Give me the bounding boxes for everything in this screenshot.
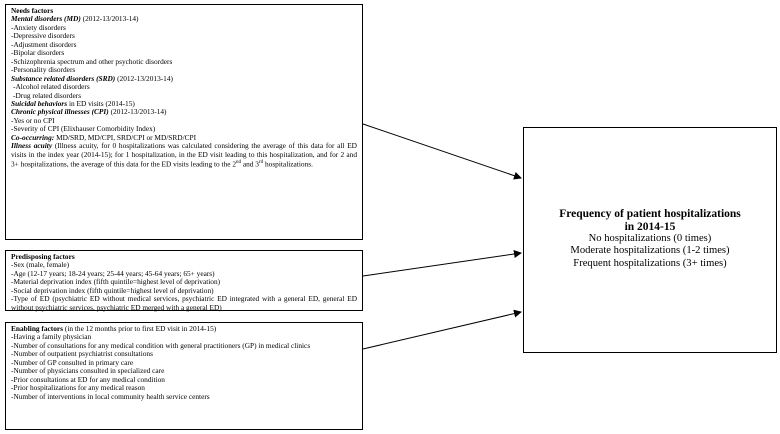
srd-label: Substance related disorders (SRD)	[11, 73, 116, 83]
outcome-box: Frequency of patient hospitalizations in…	[523, 127, 777, 353]
enabling-title-rest: (in the 12 months prior to first ED visi…	[63, 324, 217, 333]
predisposing-item: -Social deprivation index (fifth quintil…	[11, 285, 214, 295]
cpi-heading: Chronic physical illnesses (CPI) (2012-1…	[11, 108, 357, 116]
outcome-title-line2: in 2014-15	[624, 220, 676, 233]
acuity-end: hospitalizations.	[263, 159, 313, 169]
outcome-content: Frequency of patient hospitalizations in…	[524, 208, 776, 270]
outcome-item-moderate: Moderate hospitalizations (1-2 times)	[570, 245, 730, 257]
acuity-sup-nd: nd	[236, 160, 242, 166]
srd-years: (2012-13/2013-14)	[115, 73, 173, 83]
arrow-needs-to-outcome	[362, 123, 522, 180]
enabling-item: -Number of interventions in local commun…	[11, 391, 210, 401]
predisposing-item: -Sex (male, female)	[11, 260, 70, 270]
predisposing-title: Predisposing factors	[11, 252, 75, 261]
enabling-item: -Having a family physician	[11, 332, 92, 342]
arrow-enabling-to-outcome	[362, 309, 522, 350]
enabling-item: -Prior hospitalizations for any medical …	[11, 383, 145, 393]
cpi-years: (2012-13/2013-14)	[108, 107, 167, 117]
cooccurring-rest: MD/SRD, MD/CPI, SRD/CPI or MD/SRD/CPI	[54, 132, 197, 142]
suicidal-rest: in ED visits (2014-15)	[67, 98, 135, 108]
md-years: (2012-13/2013-14)	[80, 14, 139, 24]
predisposing-item: -Material deprivation index (fifth quint…	[11, 277, 221, 287]
predisposing-item: -Age (12-17 years; 18-24 years; 25-44 ye…	[11, 268, 215, 278]
cooccurring-heading: Co-occurring: MD/SRD, MD/CPI, SRD/CPI or…	[11, 132, 357, 142]
outcome-title-line1: Frequency of patient hospitalizations	[559, 208, 741, 220]
acuity-paragraph: Illness acuity (Illness acuity, for 0 ho…	[11, 141, 357, 169]
enabling-item: -Number of consultations for any medical…	[11, 340, 311, 350]
enabling-item: -Number of GP consulted in primary care	[11, 357, 134, 367]
suicidal-label: Suicidal behaviors	[11, 98, 68, 108]
enabling-title: Enabling factors	[11, 324, 64, 333]
needs-title: Needs factors	[11, 6, 54, 15]
suicidal-heading: Suicidal behaviors in ED visits (2014-15…	[11, 98, 357, 108]
acuity-rest: (Illness acuity, for 0 hospitalizations …	[11, 141, 357, 169]
md-item: -Personality disorders	[11, 65, 76, 75]
enabling-item: -Number of physicians consulted in speci…	[11, 366, 165, 376]
srd-item: -Alcohol related disorders	[13, 82, 90, 92]
enabling-heading: Enabling factors (in the 12 months prior…	[11, 324, 357, 333]
cpi-item: -Severity of CPI (Elixhauser Comorbidity…	[11, 124, 156, 134]
md-item: -Bipolar disorders	[11, 48, 65, 58]
acuity-label: Illness acuity	[11, 141, 53, 151]
predisposing-item: -Type of ED (psychiatric ED without medi…	[11, 294, 357, 312]
acuity-sup-rd: rd	[258, 160, 264, 166]
needs-factors-box: Needs factors Mental disorders (MD) (201…	[5, 4, 363, 240]
srd-heading: Substance related disorders (SRD) (2012-…	[11, 73, 357, 83]
md-item: -Adjustment disorders	[11, 39, 77, 49]
srd-item: -Drug related disorders	[13, 90, 82, 100]
md-item: -Depressive disorders	[11, 31, 75, 41]
outcome-item-none: No hospitalizations (0 times)	[588, 233, 712, 244]
md-label: Mental disorders (MD)	[11, 14, 81, 24]
cpi-label: Chronic physical illnesses (CPI)	[11, 107, 109, 117]
predisposing-factors-box: Predisposing factors -Sex (male, female)…	[5, 250, 363, 311]
md-item: -Anxiety disorders	[11, 22, 66, 32]
enabling-item: -Prior consultations at ED for any medic…	[11, 374, 165, 384]
enabling-factors-box: Enabling factors (in the 12 months prior…	[5, 322, 363, 430]
arrow-predisposing-to-outcome	[362, 250, 522, 277]
enabling-item: -Number of outpatient psychiatrist consu…	[11, 349, 153, 359]
cpi-item: -Yes or no CPI	[11, 115, 55, 125]
md-item: -Schizophrenia spectrum and other psycho…	[11, 56, 173, 66]
outcome-item-frequent: Frequent hospitalizations (3+ times)	[573, 257, 727, 269]
acuity-mid: and 3	[241, 159, 259, 169]
md-heading: Mental disorders (MD) (2012-13/2013-14)	[11, 15, 357, 23]
cooccurring-label: Co-occurring:	[11, 132, 55, 142]
